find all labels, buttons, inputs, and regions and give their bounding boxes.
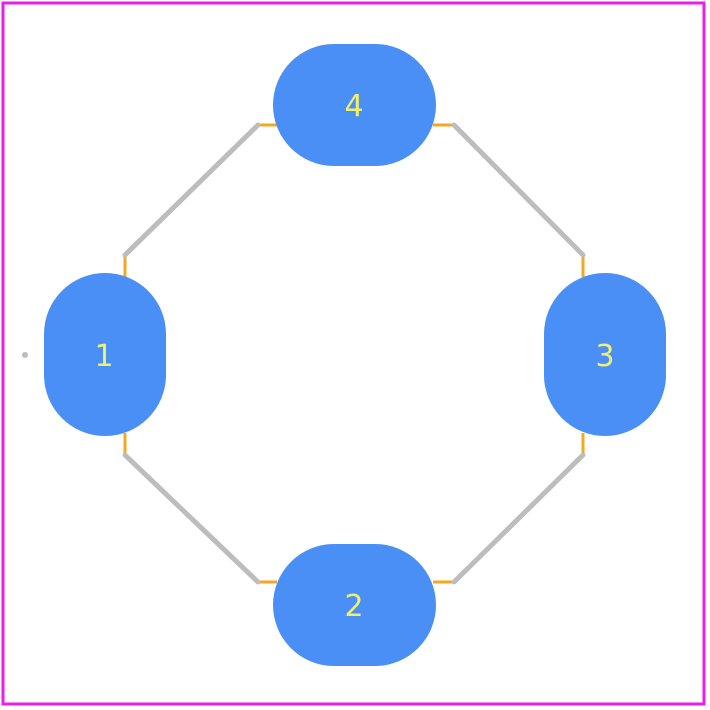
pad-4-label: 4 xyxy=(344,89,363,124)
silk-diagonal-top-right xyxy=(451,122,586,258)
pad-2-label: 2 xyxy=(344,589,363,624)
pad-3-copper[interactable] xyxy=(544,273,666,436)
pad-1-label: 1 xyxy=(94,339,113,374)
pad-4-copper[interactable] xyxy=(273,44,436,166)
silk-diagonal-bottom-right xyxy=(451,452,586,585)
pad-3-label: 3 xyxy=(595,339,614,374)
pin1-marker xyxy=(22,352,28,358)
pad-1[interactable]: 1 xyxy=(44,273,166,436)
assembly-outline xyxy=(123,123,585,584)
pad-4[interactable]: 4 xyxy=(273,44,436,166)
pad-2[interactable]: 2 xyxy=(273,544,436,666)
pad-1-copper[interactable] xyxy=(44,273,166,436)
pad-3[interactable]: 3 xyxy=(544,273,666,436)
silk-diagonal-top-left xyxy=(122,122,261,258)
pad-2-copper[interactable] xyxy=(273,544,436,666)
silk-diagonal-bottom-left xyxy=(122,452,261,585)
silkscreen-outline xyxy=(122,122,586,585)
